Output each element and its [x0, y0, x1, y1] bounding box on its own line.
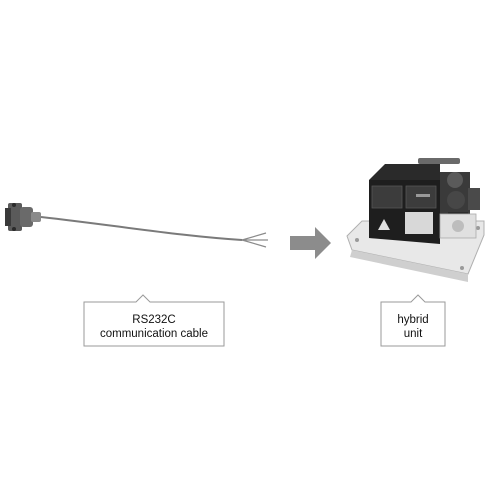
cable-callout-box: [83, 294, 225, 347]
unit-callout-box: [380, 294, 446, 347]
db9-connector: [5, 203, 41, 231]
hybrid-unit-illustration: [346, 158, 485, 282]
unit-label-subtitle: unit: [403, 328, 423, 340]
motor-assembly: [418, 158, 480, 239]
cable-label-subtitle: communication cable: [99, 328, 209, 340]
unit-label-title: hybrid: [397, 314, 429, 326]
unit-body: [369, 164, 440, 244]
rs232c-cable-illustration: [5, 203, 268, 248]
cable-wire: [40, 216, 268, 248]
cable-label-title: RS232C: [132, 314, 176, 326]
right-arrow-icon: [290, 227, 331, 259]
